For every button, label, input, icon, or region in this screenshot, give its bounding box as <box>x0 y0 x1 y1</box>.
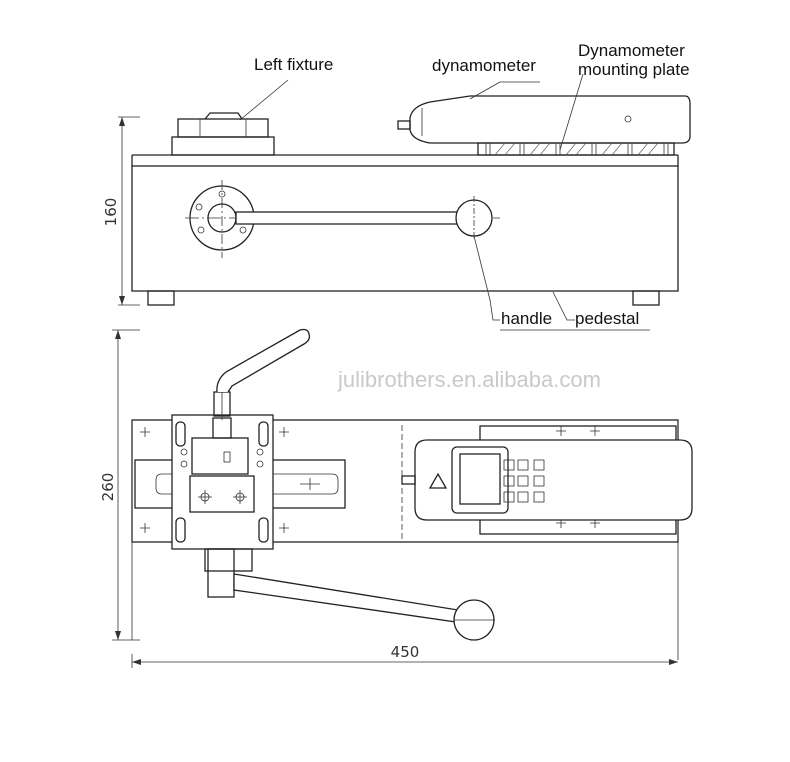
label-left-fixture: Left fixture <box>254 55 333 74</box>
top-upper-lever <box>213 328 311 420</box>
top-fixture <box>171 414 274 550</box>
top-view: 260 450 <box>99 328 693 668</box>
side-lever <box>235 196 493 240</box>
side-view: 160 Left fixture dynamometer Dynamometer… <box>102 41 691 331</box>
label-mounting-plate-1: Dynamometer <box>578 41 685 60</box>
leaders-side <box>239 73 650 331</box>
label-mounting-plate-2: mounting plate <box>578 60 690 79</box>
dynamometer-side <box>397 95 691 144</box>
side-foot-left <box>147 290 175 306</box>
watermark: julibrothers.en.alibaba.com <box>337 367 601 392</box>
top-dynamometer <box>401 439 693 521</box>
dimension-label-260: 260 <box>99 473 117 502</box>
left-fixture <box>171 112 275 156</box>
label-dynamometer: dynamometer <box>432 56 536 75</box>
side-foot-right <box>632 290 660 306</box>
mounting-plate <box>477 142 675 156</box>
label-pedestal: pedestal <box>575 309 639 328</box>
dimension-label-160: 160 <box>102 198 120 227</box>
top-lower-lever <box>204 548 495 641</box>
side-body <box>131 165 679 292</box>
label-handle: handle <box>501 309 552 328</box>
dimension-width: 450 <box>131 643 678 668</box>
dimension-depth: 260 <box>99 329 140 641</box>
dimension-label-450: 450 <box>391 643 420 661</box>
dimension-height: 160 <box>102 116 140 306</box>
